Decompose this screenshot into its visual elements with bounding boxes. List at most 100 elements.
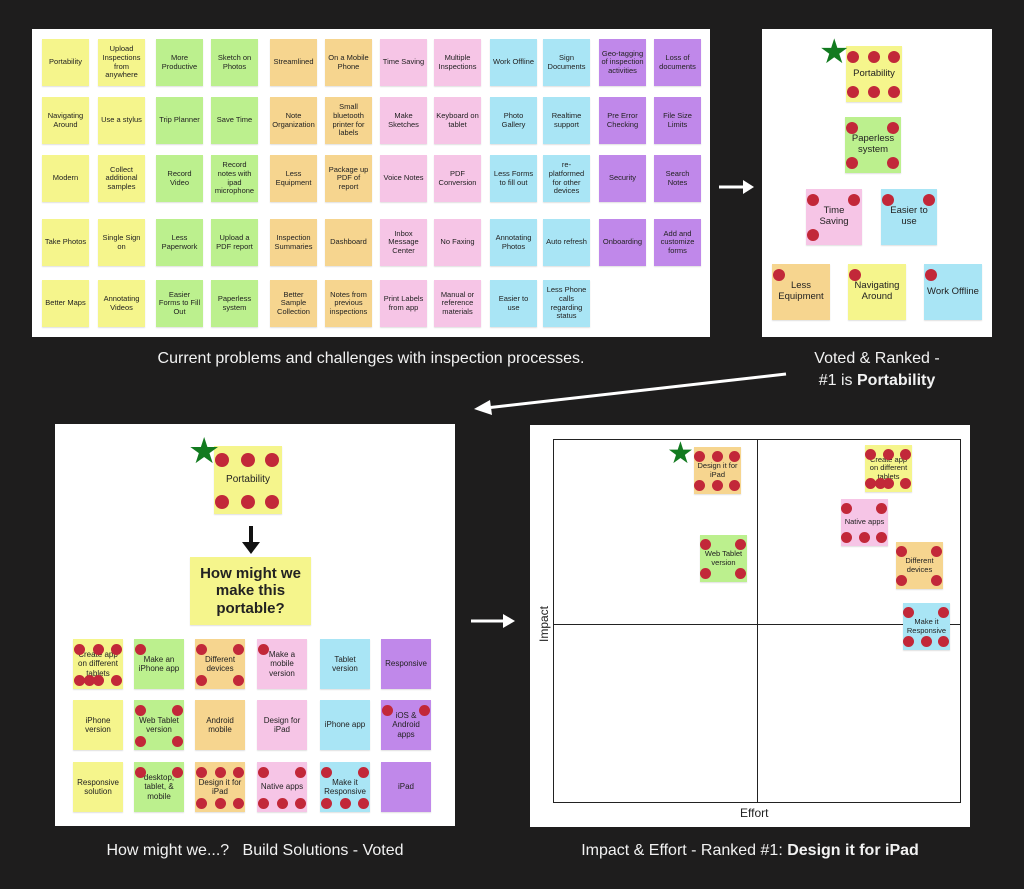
vote-dot	[806, 228, 819, 241]
vote-dot	[134, 766, 146, 778]
arrow-down-icon	[242, 526, 260, 554]
solution-note: Responsive	[381, 639, 431, 689]
problem-note: Upload Inspections from anywhere	[98, 39, 145, 86]
problem-note: Navigating Around	[42, 97, 89, 144]
vote-dot	[841, 502, 853, 514]
problem-note: Better Sample Collection	[270, 280, 317, 327]
solution-note: desktop, tablet, & mobile	[134, 762, 184, 812]
vote-dot	[923, 194, 936, 207]
problem-note: Photo Gallery	[490, 97, 537, 144]
problem-note: Small bluetooth printer for labels	[325, 97, 372, 144]
problem-note: Annotating Photos	[490, 219, 537, 266]
vote-dot	[92, 674, 104, 686]
vote-dot	[92, 643, 104, 655]
solution-note: Android mobile	[195, 700, 245, 750]
vote-dot	[712, 450, 723, 462]
vote-dot	[195, 766, 207, 778]
vote-dot	[171, 704, 183, 716]
problem-note: Easier Forms to Fill Out	[156, 280, 203, 327]
vote-dot	[257, 643, 269, 655]
vote-dot	[694, 480, 706, 492]
x-axis-label: Effort	[740, 806, 769, 820]
vote-dot	[195, 797, 207, 809]
vote-dot	[171, 766, 183, 778]
vote-dot	[875, 502, 887, 514]
solutions-board: Portability★Create app on different tabl…	[55, 424, 455, 826]
vote-dot	[195, 674, 207, 686]
vote-dot	[921, 636, 932, 648]
problem-note: Easier to use	[490, 280, 537, 327]
vote-dot	[859, 532, 870, 544]
vote-dot	[734, 538, 746, 550]
vote-dot	[357, 766, 369, 778]
problem-note: Less Equipment	[270, 155, 317, 202]
problem-note: Streamlined	[270, 39, 317, 86]
vote-dot	[888, 51, 901, 64]
vote-dot	[214, 797, 226, 809]
problem-note: Sketch on Photos	[211, 39, 258, 86]
ranked-caption-line1: Voted & Ranked -	[814, 350, 940, 367]
vote-dot	[134, 643, 146, 655]
problem-note: Security	[599, 155, 646, 202]
vote-dot	[845, 156, 858, 169]
problems-caption: Current problems and challenges with ins…	[157, 350, 585, 367]
problem-note: Onboarding	[599, 219, 646, 266]
vote-dot	[930, 575, 942, 587]
problem-note: Portability	[42, 39, 89, 86]
problem-note: Multiple Inspections	[434, 39, 481, 86]
vote-dot	[848, 194, 861, 207]
vote-dot	[700, 538, 712, 550]
vote-dot	[134, 735, 146, 747]
vote-dot	[734, 568, 746, 580]
star-icon: ★	[667, 436, 694, 471]
vote-dot	[848, 269, 861, 282]
vote-dot	[937, 606, 949, 618]
problem-note: Paperless system	[211, 280, 258, 327]
problem-note: Sign Documents	[543, 39, 590, 86]
problem-note: Annotating Videos	[98, 280, 145, 327]
problem-note: Loss of documents	[654, 39, 701, 86]
vote-dot	[899, 448, 911, 460]
vote-dot	[874, 478, 886, 490]
arrow-right-icon	[719, 180, 754, 194]
matrix-vertical-divider	[757, 439, 758, 803]
vote-dot	[806, 194, 819, 207]
vote-dot	[294, 766, 306, 778]
solution-note: Design for iPad	[257, 700, 307, 750]
vote-dot	[865, 478, 877, 490]
problem-note: Work Offline	[490, 39, 537, 86]
vote-dot	[924, 269, 937, 282]
vote-dot	[887, 156, 900, 169]
vote-dot	[728, 480, 740, 492]
problem-note: Modern	[42, 155, 89, 202]
vote-dot	[215, 494, 230, 509]
vote-dot	[257, 797, 269, 809]
problem-note: On a Mobile Phone	[325, 39, 372, 86]
problem-note: File Size Limits	[654, 97, 701, 144]
vote-dot	[728, 450, 740, 462]
problem-note: Single Sign on	[98, 219, 145, 266]
vote-dot	[134, 704, 146, 716]
problem-note: Notes from previous inspections	[325, 280, 372, 327]
vote-dot	[83, 674, 95, 686]
problem-note: No Faxing	[434, 219, 481, 266]
problem-note: Upload a PDF report	[211, 219, 258, 266]
star-icon: ★	[819, 32, 850, 72]
vote-dot	[257, 766, 269, 778]
impact-effort-caption-bold: Design it for iPad	[787, 842, 919, 859]
vote-dot	[418, 704, 430, 716]
vote-dot	[241, 452, 255, 467]
vote-dot	[845, 122, 858, 135]
problem-note: Better Maps	[42, 280, 89, 327]
vote-dot	[265, 494, 280, 509]
problem-note: Pre Error Checking	[599, 97, 646, 144]
solution-note: iPhone version	[73, 700, 123, 750]
problem-note: Time Saving	[380, 39, 427, 86]
vote-dot	[881, 194, 894, 207]
vote-dot	[841, 532, 853, 544]
problem-note: Search Notes	[654, 155, 701, 202]
problem-note: Make Sketches	[380, 97, 427, 144]
ranked-caption-prefix: #1 is	[818, 372, 857, 390]
